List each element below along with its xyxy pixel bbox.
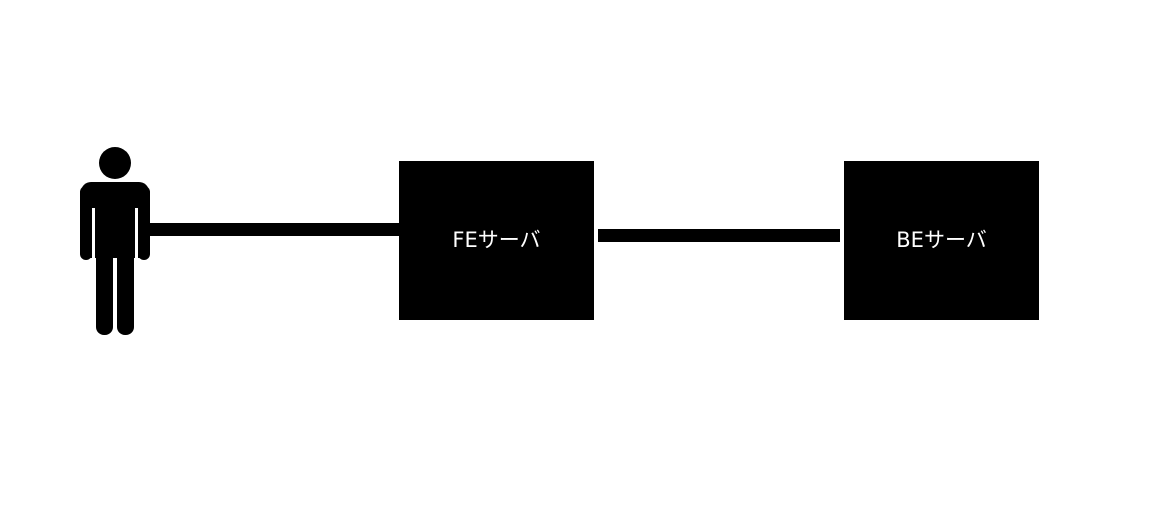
be-server-box: BEサーバ: [844, 161, 1039, 320]
fe-server-box: FEサーバ: [399, 161, 594, 320]
be-server-label: BEサーバ: [896, 228, 987, 252]
fe-server-label: FEサーバ: [452, 228, 541, 252]
connector-user-to-fe: [148, 223, 400, 236]
person-icon: [80, 147, 150, 336]
connector-fe-to-be: [598, 229, 840, 242]
